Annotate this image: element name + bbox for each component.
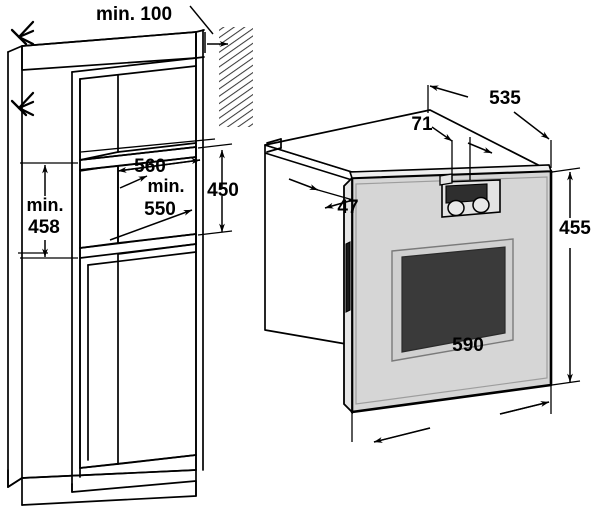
wall-hatched-section	[219, 27, 253, 127]
break-line-symbol-top	[10, 20, 35, 46]
oven-body-left-side	[264, 144, 353, 346]
dim-label-535: 535	[489, 88, 521, 109]
dim-tick-560	[79, 167, 101, 172]
door-handle[interactable]	[345, 241, 351, 313]
dim-label-min-word-458: min.	[26, 195, 63, 215]
dim-arrow-560-right	[117, 158, 201, 172]
dim-arrow-535-right	[513, 111, 550, 140]
dim-label-458: 458	[28, 217, 60, 238]
dim-arrow-47-left	[288, 178, 319, 191]
dim-label-550: 550	[144, 199, 176, 220]
oven-dimension-lines	[288, 85, 581, 443]
dim-label-min-word-550: min.	[147, 176, 184, 196]
dim-label-590: 590	[452, 335, 484, 356]
cabinet-dimension-lines	[18, 5, 233, 259]
ext-560-top	[80, 138, 216, 153]
dim-label-450: 450	[207, 180, 239, 201]
ext-450-bottom	[197, 230, 233, 236]
ext-455-bottom	[551, 380, 581, 386]
dim-arrow-550-a	[119, 175, 148, 189]
dim-arrow-535-left	[429, 85, 469, 98]
door-top-edge	[348, 164, 553, 179]
oven-assembly	[264, 109, 553, 415]
dim-arrow-47-right	[324, 199, 354, 209]
cabinet-right-upright	[195, 29, 204, 471]
oven-control-panel	[439, 173, 501, 218]
cabinet-lower-compartment	[79, 243, 197, 469]
control-knob-right[interactable]	[472, 196, 490, 214]
dim-arrow-550-b	[109, 209, 193, 241]
leader-71	[431, 126, 453, 142]
window-glass	[401, 246, 506, 353]
dim-label-47: 47	[337, 197, 358, 218]
control-panel-tab	[439, 173, 453, 186]
dim-label-min-100: min. 100	[96, 4, 172, 25]
wall-hatch-fill	[219, 27, 253, 127]
control-knob-left[interactable]	[447, 199, 465, 217]
dim-label-71: 71	[411, 114, 433, 135]
door-inner-edge	[355, 176, 548, 405]
dim-label-455: 455	[559, 218, 591, 239]
dim-label-560: 560	[134, 156, 166, 177]
cabinet-plinth	[7, 469, 197, 506]
cabinet-assembly	[7, 20, 205, 506]
dim-line-590-b	[499, 401, 550, 415]
dim-line-590-a	[373, 427, 431, 443]
ext-450-top	[197, 143, 233, 149]
leader-min100	[189, 5, 214, 35]
dim-line-47	[317, 189, 354, 201]
oven-door-window	[391, 238, 514, 362]
ext-455-top	[551, 167, 581, 173]
dim-arrow-71-right	[467, 142, 493, 154]
